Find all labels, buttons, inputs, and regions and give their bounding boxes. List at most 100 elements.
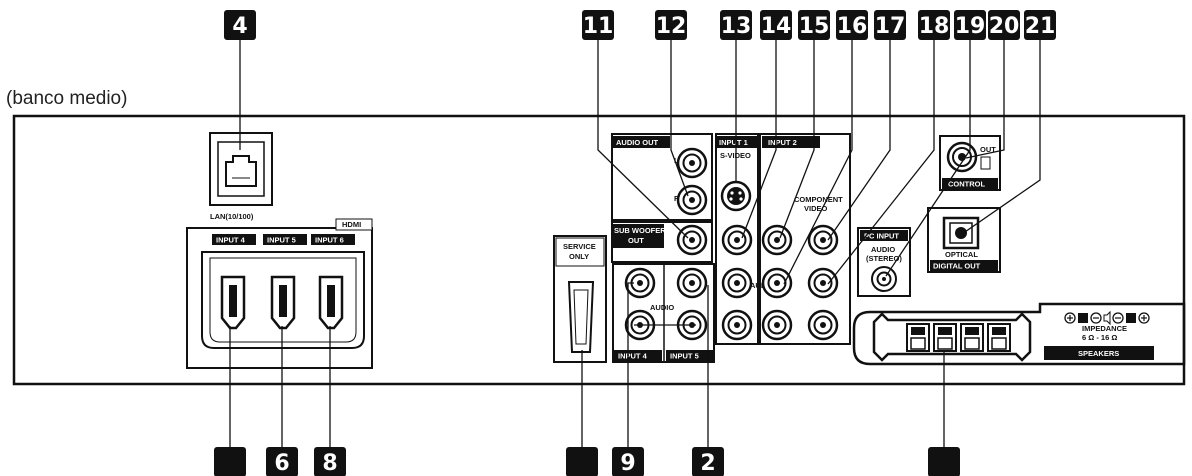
callout-top-8-number: 17 xyxy=(875,14,906,39)
callout-top-9-number: 18 xyxy=(919,14,950,39)
leader-line-8 xyxy=(827,40,891,241)
service-label: SERVICE xyxy=(563,242,596,251)
input2-label: INPUT 2 xyxy=(768,138,797,147)
hdmi-port-5 xyxy=(270,275,296,330)
rca-jack-3 xyxy=(676,224,708,256)
leader-line-2 xyxy=(597,40,689,239)
callout-top-4-number: 13 xyxy=(721,14,752,39)
pc-audio-label: AUDIO xyxy=(871,245,895,254)
audio-out-block xyxy=(611,133,713,221)
hdmi-port-4 xyxy=(220,275,246,330)
rca-jack-2 xyxy=(676,184,708,216)
hdmi-input5-label: INPUT 5 xyxy=(267,236,296,245)
leader-line-9 xyxy=(827,40,935,285)
service-port xyxy=(553,235,607,363)
callout-top-5-number: 14 xyxy=(761,14,792,39)
control-jack xyxy=(946,141,991,173)
rca-jack-12 xyxy=(761,267,793,299)
callout-top-7-number: 16 xyxy=(837,14,868,39)
leader-line-12 xyxy=(961,40,1041,235)
callout-top-10-number: 19 xyxy=(955,14,986,39)
audio-out-l-label: L xyxy=(674,156,679,165)
leader-line-17 xyxy=(627,282,634,450)
callout-bottom-7 xyxy=(928,447,960,476)
pc-stereo-label: (STEREO) xyxy=(866,254,902,263)
rca-jacks xyxy=(624,147,839,341)
service-only-label: ONLY xyxy=(569,252,589,261)
callout-top-7: 16 xyxy=(836,10,868,40)
lan-label: LAN(10/100) xyxy=(210,212,254,221)
pc-input-block xyxy=(857,227,911,297)
sub-woofer-out-label: OUT xyxy=(628,236,644,245)
rca-jack-14 xyxy=(807,224,839,256)
audio-out-label: AUDIO OUT xyxy=(616,138,659,147)
input5-label: INPUT 5 xyxy=(670,352,699,361)
sub-woofer-label: SUB WOOFER xyxy=(614,226,666,235)
callout-top-2: 11 xyxy=(582,10,614,40)
callout-top-10: 19 xyxy=(954,10,986,40)
callout-top-8: 17 xyxy=(874,10,906,40)
rca-jack-6 xyxy=(676,267,708,299)
callout-bottom-3: 8 xyxy=(314,447,346,476)
leader-line-6 xyxy=(779,40,815,239)
pc-input-label: PC INPUT xyxy=(864,232,899,241)
input4-label: INPUT 4 xyxy=(618,352,648,361)
rear-panel-outline xyxy=(12,114,1186,386)
speaker-terminal-2 xyxy=(933,323,957,352)
callout-top-1: 4 xyxy=(224,10,256,40)
optical-label: OPTICAL xyxy=(945,250,978,259)
speaker-terminal-3 xyxy=(960,323,984,352)
leader-line-7 xyxy=(783,40,853,285)
caption: (banco medio) xyxy=(6,88,128,109)
callout-bottom-5: 9 xyxy=(612,447,644,476)
callout-top-11-number: 20 xyxy=(989,14,1020,39)
callout-top-6: 15 xyxy=(798,10,830,40)
impedance-value: 6 Ω - 16 Ω xyxy=(1082,333,1117,342)
hdmi-input6-label: INPUT 6 xyxy=(315,236,344,245)
leader-lines xyxy=(229,38,1041,450)
digital-out-label: DIGITAL OUT xyxy=(933,262,981,271)
leader-line-10 xyxy=(885,40,971,277)
callout-top-5: 14 xyxy=(760,10,792,40)
leader-line-5 xyxy=(741,40,777,239)
hdmi-label: HDMI xyxy=(342,220,361,229)
callout-top-12-number: 21 xyxy=(1025,14,1056,39)
callout-top-3-number: 12 xyxy=(656,14,687,39)
rca-jack-16 xyxy=(807,309,839,341)
speaker-polarity-icons xyxy=(1064,310,1150,326)
input45-audio-label: AUDIO xyxy=(650,303,674,312)
s-video-jack xyxy=(720,180,752,212)
callout-bottom-5-number: 9 xyxy=(620,451,635,476)
rca-jack-11 xyxy=(761,224,793,256)
input1-label: INPUT 1 xyxy=(719,138,748,147)
rca-jack-9 xyxy=(721,267,753,299)
pc-audio-jack xyxy=(871,266,897,292)
control-label: CONTROL xyxy=(948,180,985,189)
speaker-terminals xyxy=(906,323,1011,352)
digital-out-block xyxy=(927,207,1001,273)
rca-jack-8 xyxy=(721,224,753,256)
lan-port xyxy=(209,132,273,206)
callout-top-2-number: 11 xyxy=(583,14,614,39)
callout-top-1-number: 4 xyxy=(232,14,247,39)
rca-jack-15 xyxy=(807,267,839,299)
callout-bottom-3-number: 8 xyxy=(322,451,337,476)
callout-top-11: 20 xyxy=(988,10,1020,40)
hdmi-input4-label: INPUT 4 xyxy=(216,236,246,245)
callout-bottom-2-number: 6 xyxy=(274,451,289,476)
callout-bottom-2: 6 xyxy=(266,447,298,476)
rca-jack-1 xyxy=(676,147,708,179)
control-out-label: OUT xyxy=(980,145,996,154)
callout-bottom-6-number: 2 xyxy=(700,451,715,476)
speakers-label: SPEAKERS xyxy=(1078,349,1119,358)
speaker-terminal-1 xyxy=(906,323,930,352)
callout-top-3: 12 xyxy=(655,10,687,40)
component-label: COMPONENT xyxy=(794,195,843,204)
callout-bottom-1 xyxy=(214,447,246,476)
rca-jack-4 xyxy=(624,267,656,299)
rca-jack-13 xyxy=(761,309,793,341)
impedance-label: IMPEDANCE xyxy=(1082,324,1127,333)
component-video-label: VIDEO xyxy=(804,204,828,213)
